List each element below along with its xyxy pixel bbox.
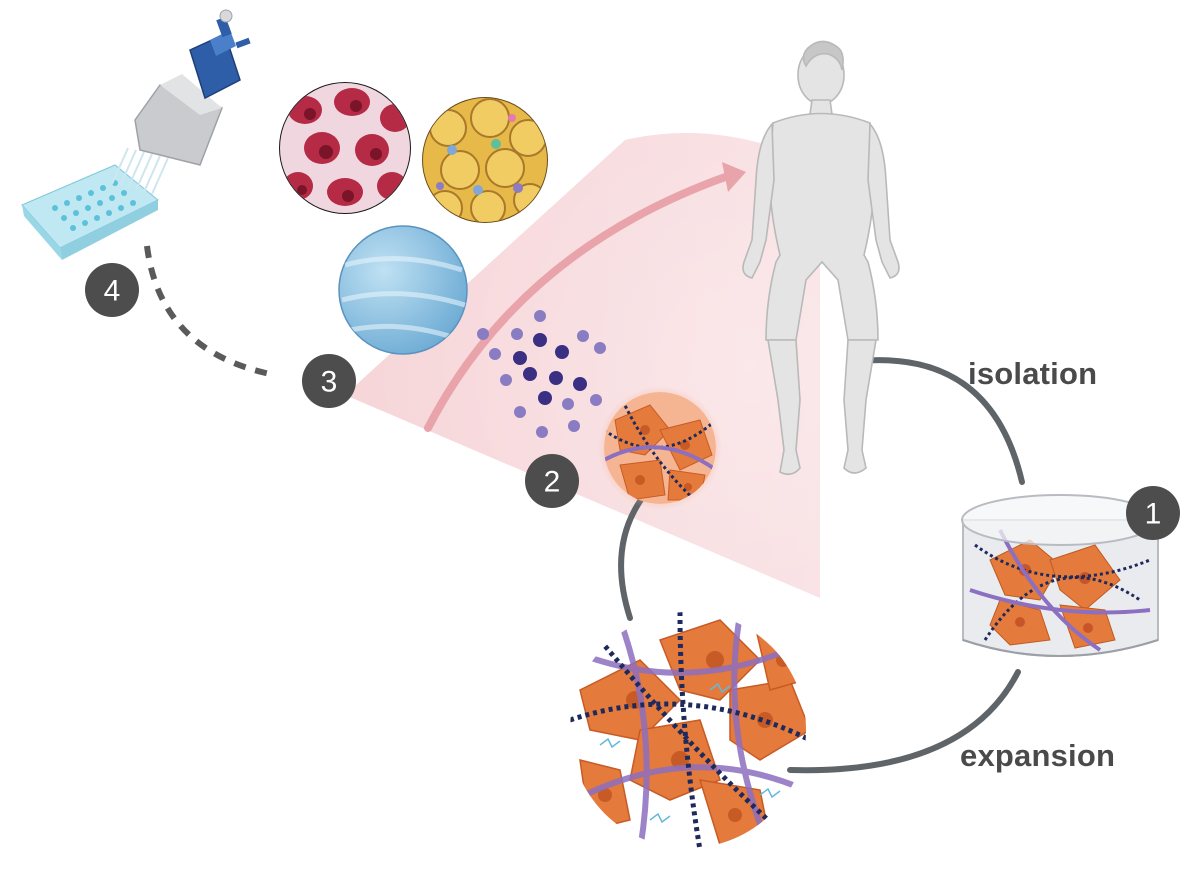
translation-arrow [424,162,746,432]
bone-tissue-icon [279,82,411,214]
multichannel-pipette-icon [21,9,251,260]
isolation-label: isolation [968,356,1098,391]
step-badge-3: 3 [302,354,356,408]
svg-text:2: 2 [544,466,561,499]
translation-wedge [345,132,820,598]
step-badge-1: 1 [1126,486,1180,540]
human-body-icon [742,40,900,476]
svg-text:1: 1 [1145,498,1162,531]
svg-text:3: 3 [321,366,338,399]
expansion-label: expansion [960,738,1116,773]
expanded-cells-matrix-icon [570,612,806,848]
svg-text:4: 4 [104,275,121,308]
cell-scaffold-culture-icon [961,494,1159,657]
adipose-tissue-icon [422,97,548,223]
step-badge-4: 4 [85,263,139,317]
dashed-connector [144,245,271,377]
molecule-dots-icon [477,310,606,438]
cartilage-tissue-icon [338,225,468,355]
step-badge-2: 2 [525,454,579,508]
extracellular-matrix-icon [598,386,722,510]
